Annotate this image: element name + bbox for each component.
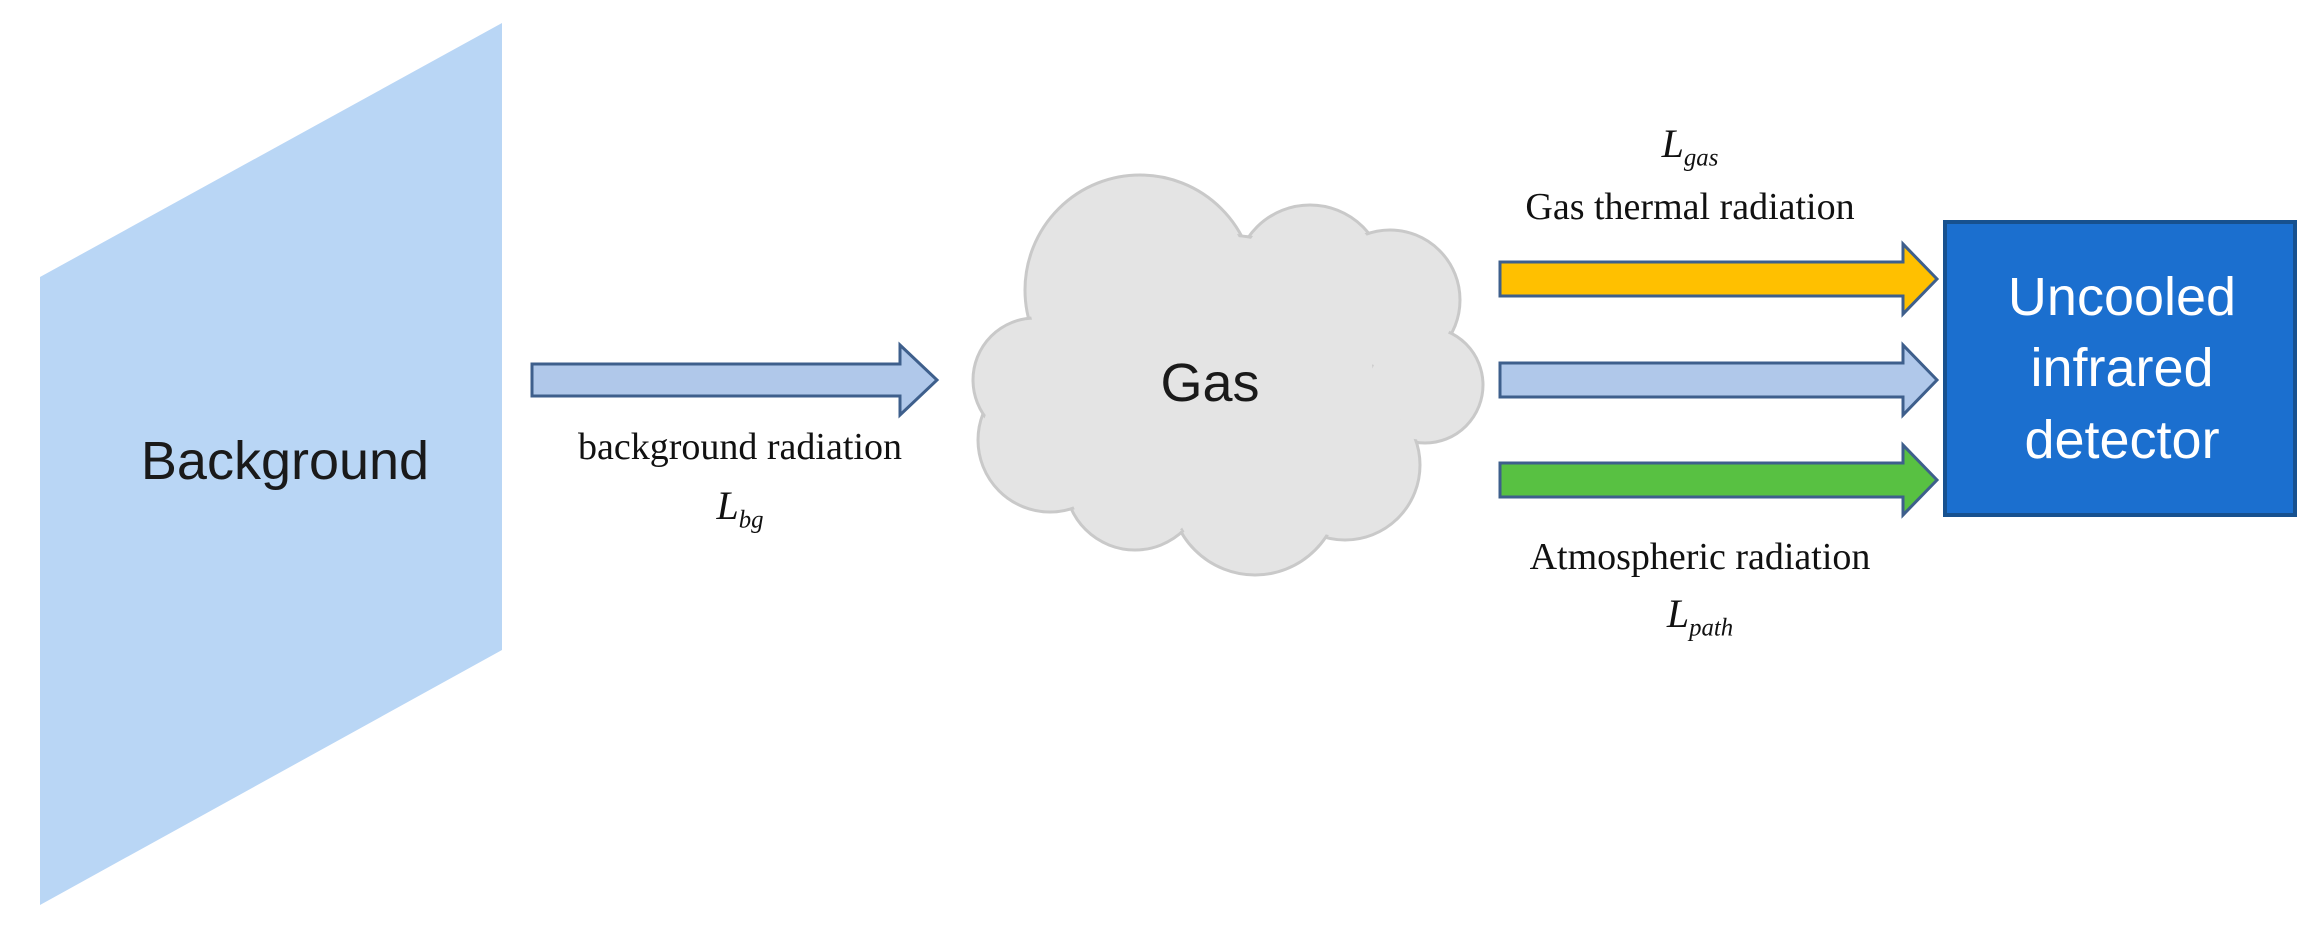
subscript-path: path [1689,614,1734,642]
symbol-l-bg: L [716,483,739,528]
symbol-l-path: L [1666,591,1690,636]
detector-label-line-2: infrared [2030,338,2214,399]
subscript-gas: gas [1683,144,1719,172]
gas-thermal-radiation-symbol: Lgas [1610,120,1770,173]
background-radiation-symbol: Lbg [660,482,820,535]
atmospheric-radiation-arrow [1498,441,1940,519]
detector-label: Uncooled infrared detector [1945,262,2299,476]
detector-label-line-3: detector [2024,409,2220,470]
background-label: Background [140,431,430,491]
detector-box [1943,220,2297,517]
gas-label: Gas [1160,353,1260,413]
gas-thermal-radiation-arrow [1498,240,1940,318]
atmospheric-radiation-symbol: Lpath [1610,590,1790,643]
background-radiation-arrow [530,341,940,419]
symbol-l-gas: L [1661,121,1684,166]
background-panel [40,23,502,905]
detector-label-line-1: Uncooled [2007,267,2237,327]
gas-thermal-radiation-label: Gas thermal radiation [1525,186,1855,228]
transmitted-background-arrow [1498,341,1940,419]
subscript-bg: bg [738,506,764,534]
background-radiation-label: background radiation [578,426,902,468]
atmospheric-radiation-label: Atmospheric radiation [1529,536,1871,578]
